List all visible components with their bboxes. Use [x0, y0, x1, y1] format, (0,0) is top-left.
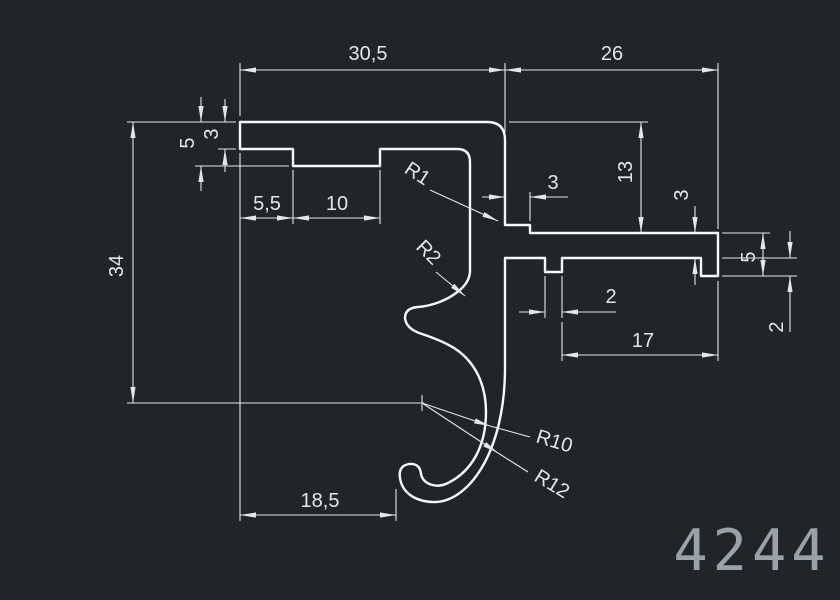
dim-offset-5-5: 5,5: [239, 153, 294, 521]
dim-label-step-3: 3: [547, 172, 558, 194]
dim-label-arm-3: 3: [671, 189, 693, 200]
dim-label-r2: R2: [411, 236, 445, 270]
dim-height-34: 34: [106, 121, 424, 404]
dim-label-lip-2: 2: [766, 321, 788, 332]
dim-top-30-5: 30,5: [239, 43, 506, 132]
dim-label-17: 17: [632, 330, 654, 352]
dim-lip-2: 2: [722, 231, 797, 333]
dim-label-10: 10: [326, 193, 348, 215]
dim-label-18-5: 18,5: [301, 490, 340, 512]
dim-label-34: 34: [106, 255, 128, 277]
dim-label-26: 26: [601, 43, 623, 65]
dim-radius-r1: R1: [401, 158, 499, 222]
dim-label-r1: R1: [401, 158, 434, 190]
dim-label-5-5: 5,5: [253, 193, 281, 215]
dim-length-17: 17: [561, 281, 719, 361]
dim-label-30-5: 30,5: [349, 43, 388, 65]
profile-outline: [238, 120, 720, 504]
dim-label-left-5: 5: [177, 137, 199, 148]
dim-label-r10: R10: [534, 426, 576, 458]
dim-label-r12: R12: [530, 465, 573, 503]
dim-height-13: 13: [509, 121, 648, 233]
dim-top-26: 26: [505, 43, 719, 229]
part-number: 4244: [673, 518, 830, 584]
dim-left-5: 5: [177, 97, 289, 191]
dim-label-13: 13: [615, 161, 637, 183]
dim-label-tab-2: 2: [605, 286, 616, 308]
dim-radius-r2: R2: [411, 236, 466, 297]
dim-lip-5: 5: [722, 232, 797, 277]
dim-label-left-3: 3: [201, 128, 223, 139]
dim-left-3: 3: [201, 99, 236, 172]
dim-radius-r12: R12: [421, 402, 573, 503]
dim-label-lip-5: 5: [738, 251, 760, 262]
dim-arm-3: 3: [671, 189, 698, 285]
dim-offset-18-5: 18,5: [240, 489, 397, 521]
dim-step-3: 3: [482, 172, 568, 221]
dim-tab-2: 2: [519, 276, 617, 318]
dim-groove-10: 10: [293, 170, 381, 224]
